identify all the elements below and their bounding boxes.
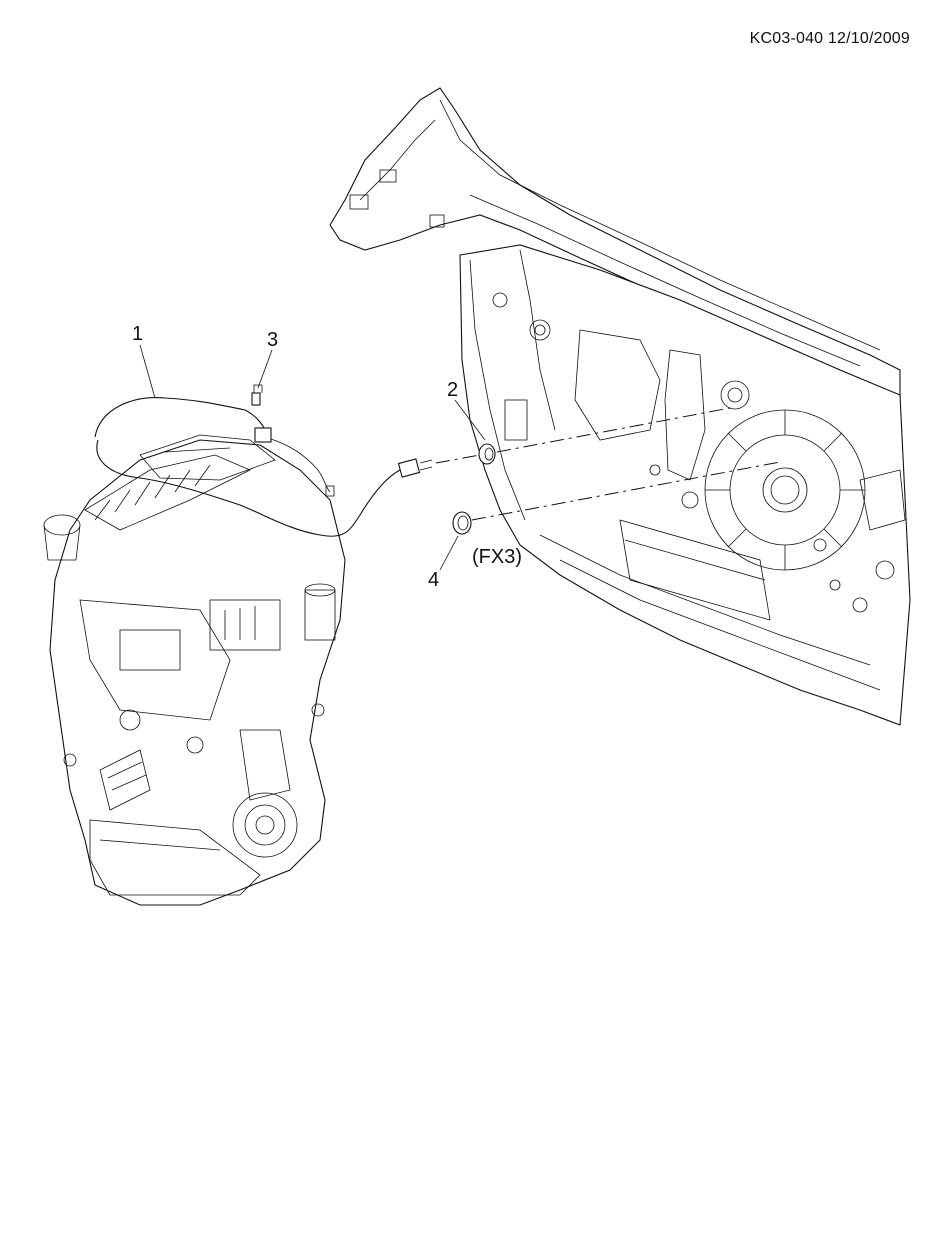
wiring-harness xyxy=(94,397,433,537)
grommet xyxy=(478,443,496,465)
callout-4: 4 xyxy=(428,569,439,591)
dash-panel xyxy=(329,87,911,726)
harness-clip xyxy=(251,384,263,406)
sheet-id: KC03-040 12/10/2009 xyxy=(749,30,910,47)
callout-3: 3 xyxy=(267,329,278,351)
centerline-grommet xyxy=(435,407,731,464)
seal xyxy=(452,511,472,535)
engine-assembly xyxy=(43,434,346,906)
leader-4 xyxy=(439,535,459,571)
leader-2 xyxy=(454,399,486,441)
callout-1: 1 xyxy=(132,323,143,345)
centerline-seal xyxy=(471,461,781,521)
item4-code: (FX3) xyxy=(472,546,522,568)
leader-3 xyxy=(257,349,273,389)
callout-2: 2 xyxy=(447,379,458,401)
leader-1 xyxy=(139,344,156,399)
